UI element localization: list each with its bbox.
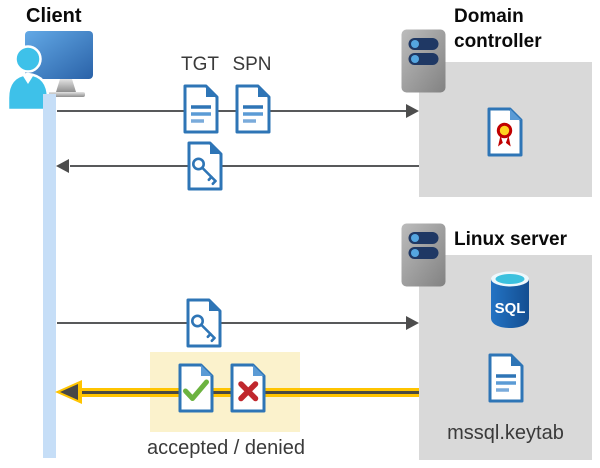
keytab-file-label: mssql.keytab: [447, 422, 564, 444]
client-timeline: [43, 94, 56, 458]
monitor-user-icon: [6, 31, 93, 110]
check-document-icon: [178, 363, 214, 413]
key-document-icon: [187, 141, 223, 191]
ticket-arrowhead-client: [56, 159, 69, 173]
ticket-arrow-line-dc: [70, 165, 419, 167]
linux-server-title: Linux server: [454, 229, 567, 250]
domain-controller-title: Domain controller: [454, 6, 542, 52]
cross-document-icon: [230, 363, 266, 413]
client-title: Client: [26, 5, 82, 27]
certificate-document-icon: [487, 107, 523, 157]
tgt-document-icon: [183, 84, 219, 134]
key-document-icon-2: [186, 298, 222, 348]
request-arrow-line-dc: [57, 110, 407, 112]
keytab-document-icon: [488, 353, 524, 403]
spn-document-icon: [235, 84, 271, 134]
result-label: accepted / denied: [147, 437, 305, 459]
domain-controller-server-icon: [401, 29, 446, 93]
request-arrowhead-dc: [406, 104, 419, 118]
linux-server-server-icon: [401, 223, 446, 287]
tgt-label: TGT: [181, 54, 219, 75]
ticket-arrow-line-linux: [57, 322, 407, 324]
result-arrowhead: [60, 384, 78, 400]
sql-badge-text: SQL: [495, 300, 526, 317]
ticket-arrowhead-linux: [406, 316, 419, 330]
spn-label: SPN: [232, 54, 272, 75]
sql-database-icon: SQL: [491, 271, 529, 328]
